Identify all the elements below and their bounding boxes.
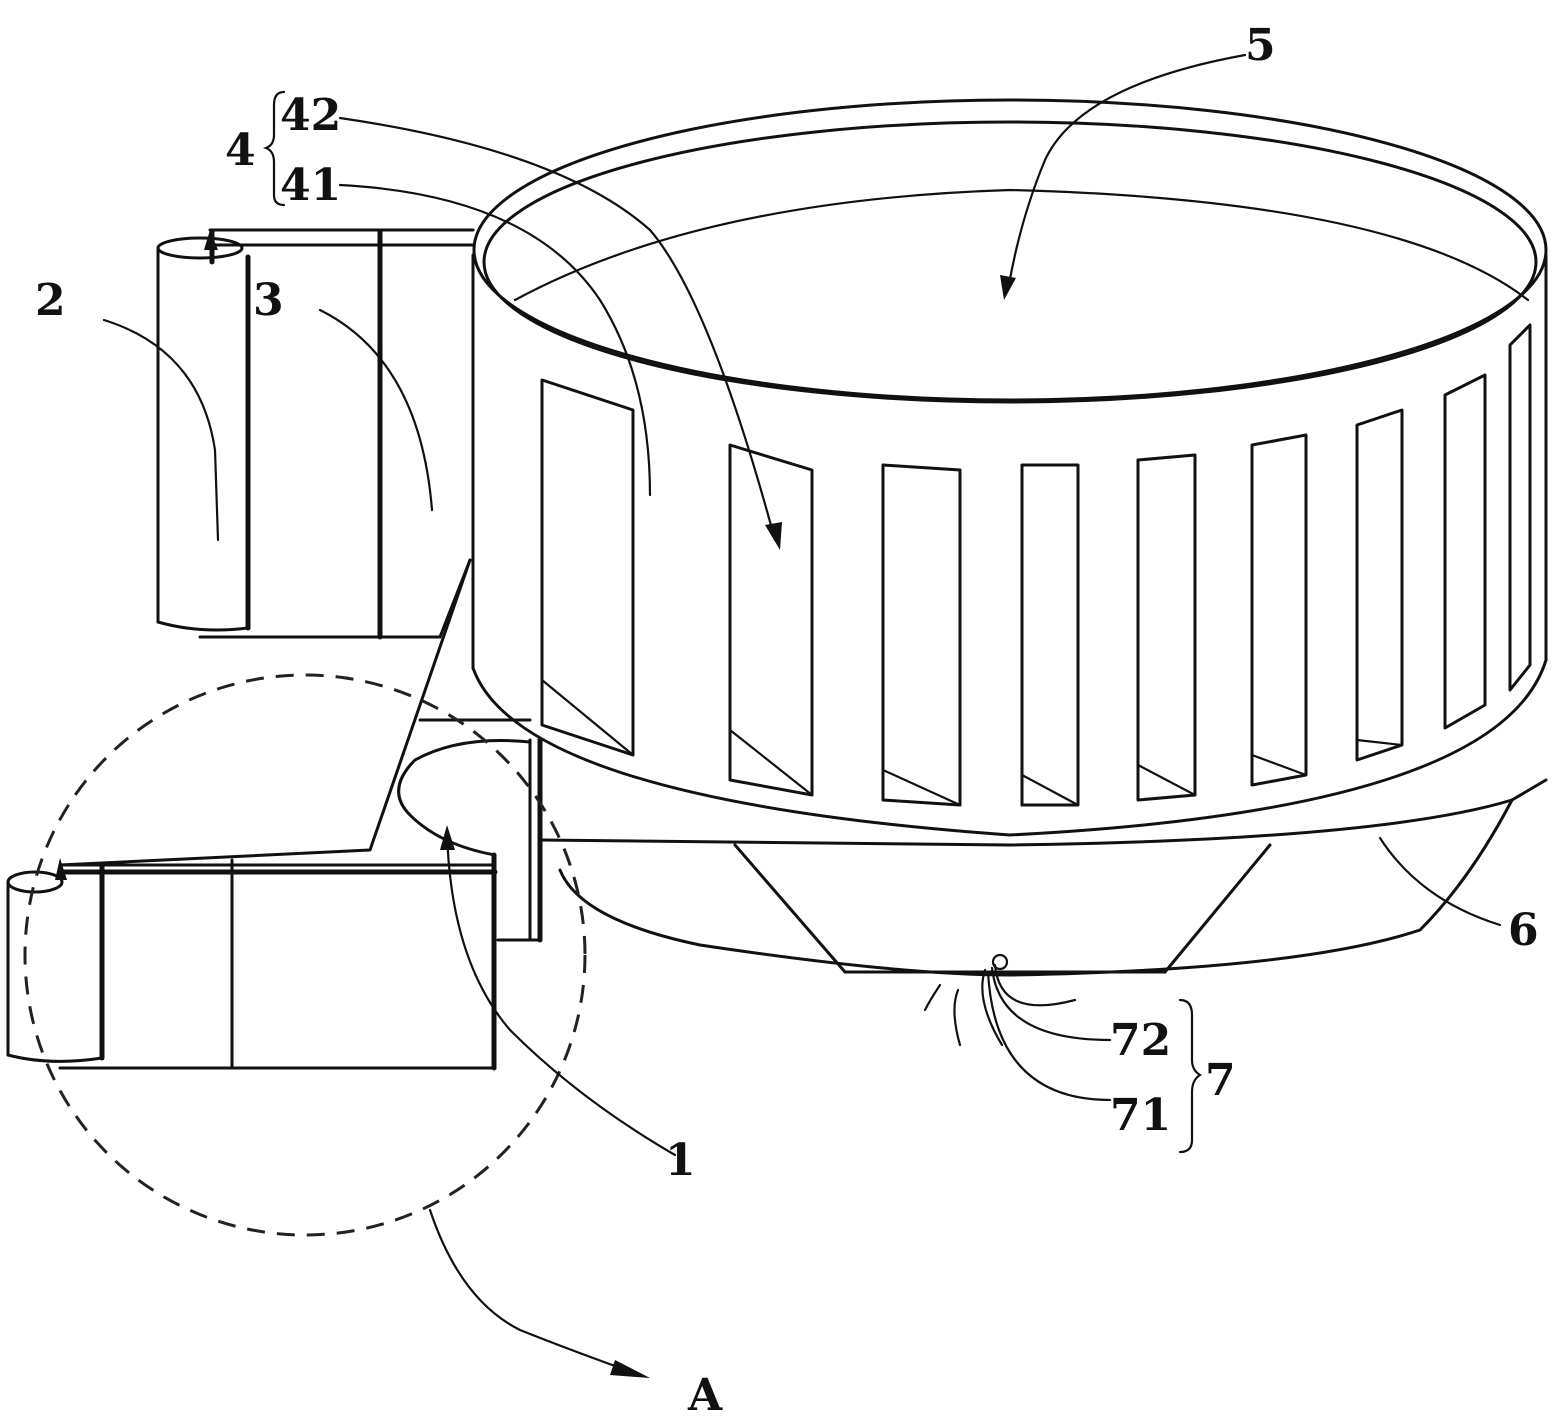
label-41: 41 <box>280 160 341 211</box>
drum-slots <box>540 323 1532 807</box>
label-2: 2 <box>35 275 66 326</box>
label-72: 72 <box>1110 1015 1171 1066</box>
label-3: 3 <box>253 275 284 326</box>
drum-body <box>471 98 1548 847</box>
lower-arm <box>6 558 543 1071</box>
braces <box>262 90 1203 1154</box>
label-42: 42 <box>280 90 341 141</box>
label-5: 5 <box>1245 20 1276 71</box>
label-a: A <box>687 1370 723 1421</box>
label-7: 7 <box>1205 1055 1236 1106</box>
label-4: 4 <box>225 125 256 176</box>
detail-circle-a <box>23 673 587 1237</box>
label-1: 1 <box>665 1135 696 1186</box>
hopper <box>538 798 1514 977</box>
label-6: 6 <box>1508 905 1539 956</box>
leader-lines <box>102 53 1502 1377</box>
arrowheads <box>55 230 1016 1378</box>
label-71: 71 <box>1110 1090 1171 1141</box>
upper-arm <box>156 228 475 640</box>
